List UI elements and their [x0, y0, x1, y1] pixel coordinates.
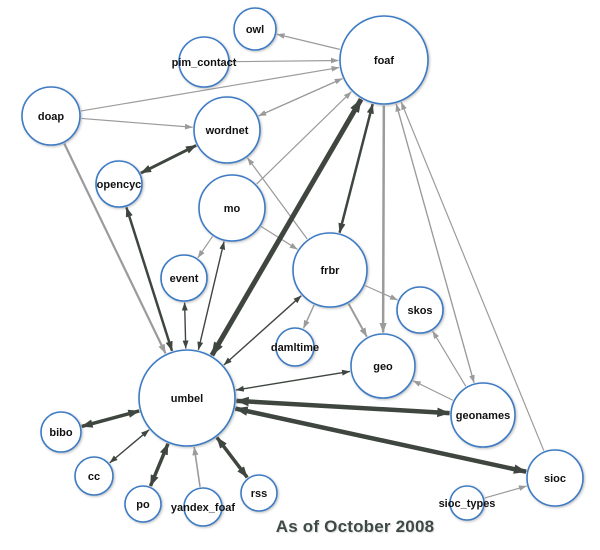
diagram-caption: As of October 2008 [275, 517, 435, 536]
edge-opencyc-wordnet [140, 144, 197, 175]
edge-umbel-sioc [234, 406, 528, 474]
edge-umbel-cc [109, 429, 150, 464]
node-group-cc: cc [74, 456, 114, 496]
node-group-rss: rss [240, 474, 278, 512]
node-frbr[interactable] [292, 232, 368, 308]
node-mo[interactable] [198, 174, 266, 242]
edge-foaf-geo [379, 105, 387, 334]
edge-umbel-geonames [235, 396, 451, 418]
node-group-opencyc: opencyc [95, 160, 143, 208]
edge-geonames-skos [432, 330, 467, 387]
edge-sioc_types-sioc [484, 485, 527, 499]
node-group-frbr: frbr [292, 232, 368, 308]
edge-frbr-skos [364, 285, 398, 301]
node-doap[interactable] [21, 86, 81, 146]
edge-mo-event [197, 236, 213, 259]
node-group-wordnet: wordnet [193, 96, 261, 164]
edge-doap-wordnet [81, 117, 193, 130]
node-po[interactable] [124, 485, 162, 523]
edge-frbr-geo [347, 303, 368, 338]
node-group-umbel: umbel [138, 349, 236, 447]
edge-umbel-rss [215, 436, 249, 479]
node-rss[interactable] [240, 474, 278, 512]
node-group-doap: doap [21, 86, 81, 146]
edge-geonames-geo [412, 380, 454, 401]
node-group-foaf: foaf [339, 15, 429, 105]
node-group-owl: owl [233, 7, 277, 51]
edges-layer [63, 33, 545, 499]
edge-wordnet-foaf [258, 77, 343, 117]
edge-umbel-bibo [81, 409, 140, 429]
edge-umbel-opencyc [125, 206, 174, 352]
node-skos[interactable] [396, 286, 444, 334]
node-pim_contact[interactable] [178, 36, 230, 88]
node-yandex_foaf[interactable] [183, 487, 223, 527]
node-event[interactable] [160, 254, 208, 302]
node-cc[interactable] [74, 456, 114, 496]
node-geonames[interactable] [450, 382, 516, 448]
edge-foaf-frbr [338, 103, 374, 234]
node-group-sioc_types: sioc_types [439, 485, 495, 521]
edge-umbel-frbr [223, 295, 302, 366]
node-owl[interactable] [233, 7, 277, 51]
edge-umbel-mo [197, 241, 226, 351]
node-geo[interactable] [350, 333, 416, 399]
node-group-event: event [160, 254, 208, 302]
node-umbel[interactable] [138, 349, 236, 447]
node-group-skos: skos [396, 286, 444, 334]
node-group-mo: mo [198, 174, 266, 242]
edge-umbel-geo [235, 369, 351, 392]
node-wordnet[interactable] [193, 96, 261, 164]
edge-frbr-damltime [302, 304, 315, 329]
edge-yandex_foaf-umbel [192, 446, 201, 487]
node-group-damltime: damltime [271, 327, 319, 367]
node-group-geo: geo [350, 333, 416, 399]
edge-umbel-event [181, 302, 189, 349]
node-group-sioc: sioc [526, 449, 584, 507]
edge-umbel-po [148, 443, 170, 487]
edge-doap-foaf [80, 66, 340, 112]
node-sioc_types[interactable] [449, 485, 485, 521]
node-opencyc[interactable] [95, 160, 143, 208]
edge-sioc-foaf [400, 101, 545, 451]
edge-foaf-geonames [395, 103, 475, 383]
node-foaf[interactable] [339, 15, 429, 105]
node-group-pim_contact: pim_contact [172, 36, 237, 88]
node-group-geonames: geonames [450, 382, 516, 448]
node-bibo[interactable] [40, 411, 82, 453]
edge-foaf-owl [276, 33, 340, 50]
edge-pim_contact-foaf [230, 57, 339, 64]
node-sioc[interactable] [526, 449, 584, 507]
node-damltime[interactable] [275, 327, 315, 367]
node-group-bibo: bibo [40, 411, 82, 453]
